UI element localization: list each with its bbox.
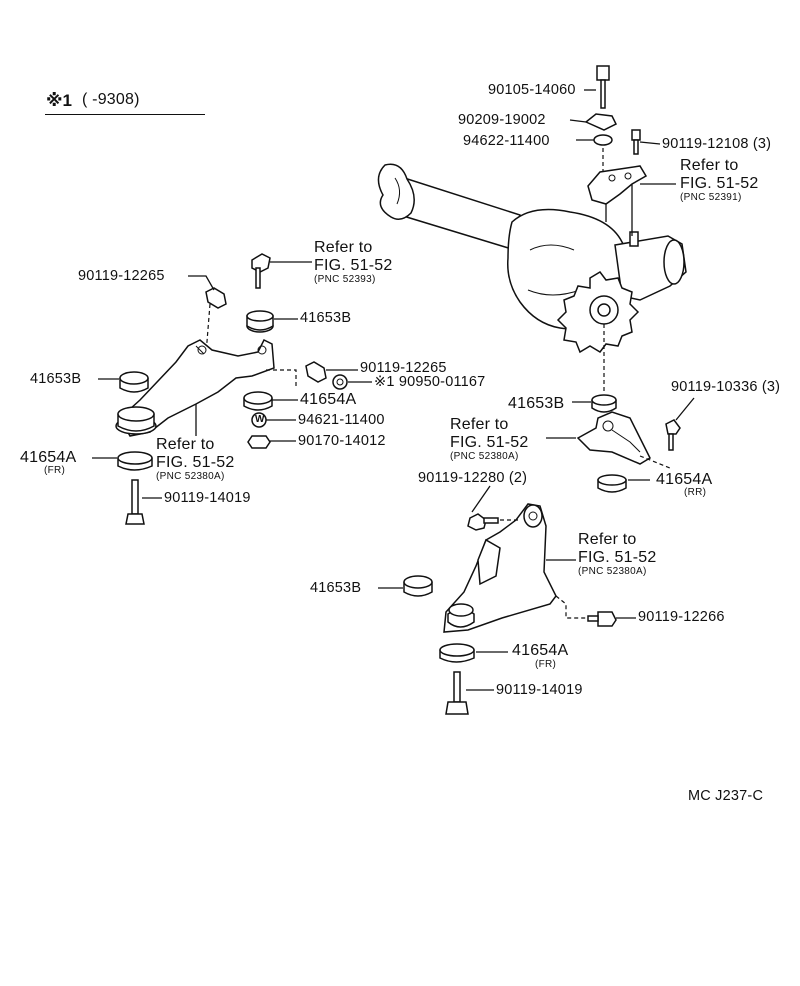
- bolt-right: [587, 611, 636, 627]
- refer-diff-line2: FIG. 51-52: [680, 175, 759, 192]
- refer-front-lower-line2: FIG. 51-52: [156, 454, 235, 471]
- rear-lower-bracket: [443, 485, 594, 633]
- label-fr-note-2: (FR): [535, 659, 557, 670]
- label-bolt-front-lower: 90119-14019: [164, 490, 251, 506]
- label-cushion-rr-upper: 41653B: [508, 395, 565, 412]
- label-cushion-right-left: 41653B: [310, 580, 362, 596]
- washer-w-glyph: W: [255, 414, 265, 425]
- nut-front: [247, 435, 296, 449]
- label-cushion-front-upper: 41653B: [300, 310, 352, 326]
- label-bolt-right-lower: 90119-14019: [496, 682, 583, 698]
- label-bolt-rr-2: 90119-12280 (2): [418, 470, 528, 486]
- cushion-fr: [92, 451, 153, 471]
- front-crossmember-bracket: [115, 338, 297, 437]
- header-range: ( -9308): [82, 91, 140, 108]
- footer-code: MC J237-C: [688, 788, 764, 804]
- refer-diff-line3: (PNC 52391): [680, 192, 742, 203]
- label-cushion-rr: 41654A: [656, 471, 713, 488]
- label-cushion-fr: 41654A: [20, 449, 77, 466]
- label-cushion-front-a: 41654A: [300, 391, 357, 408]
- rear-upper-bracket: [587, 165, 648, 236]
- label-rr-note: (RR): [684, 487, 707, 498]
- bolt-front-mid: [305, 361, 372, 390]
- refer-diff-line1: Refer to: [680, 157, 739, 174]
- label-washer-top: 90209-19002: [458, 112, 546, 128]
- cushion-right-left: [378, 575, 433, 597]
- refer-front-line3: (PNC 52393): [314, 274, 376, 285]
- bolt-front-lower: [125, 479, 162, 525]
- cushion-front-a: [243, 391, 298, 411]
- refer-front-line1: Refer to: [314, 239, 373, 256]
- label-marked-part: ※1 90950-01167: [374, 374, 486, 390]
- refer-front-lower-line3: (PNC 52380A): [156, 471, 225, 482]
- label-washer-w: 94621-11400: [298, 412, 385, 428]
- label-cushion-right-fr: 41654A: [512, 642, 569, 659]
- bolt-front-upper: [188, 275, 227, 355]
- label-bolt-right: 90119-12266: [638, 609, 725, 625]
- label-nut: 90170-14012: [298, 433, 386, 449]
- label-bolt-front-upper: 90119-12265: [78, 268, 165, 284]
- rear-mount: [546, 394, 695, 493]
- label-fr-note: (FR): [44, 465, 66, 476]
- label-bolt-front-mid: 90119-12265: [360, 360, 447, 376]
- cushion-front-upper: [246, 310, 298, 333]
- cushion-front-left: [98, 371, 149, 393]
- label-cushion-top: 94622-11400: [463, 133, 550, 149]
- label-bolt-top-right: 90119-12108 (3): [662, 136, 772, 152]
- refer-rr-line3: (PNC 52380A): [450, 451, 519, 462]
- refer-right-line2: FIG. 51-52: [578, 549, 657, 566]
- header-underline: [45, 114, 205, 115]
- label-bolt-rr: 90119-10336 (3): [671, 379, 781, 395]
- front-bracket-upper: [251, 253, 312, 289]
- header-mark: ※1: [46, 91, 72, 110]
- leader-lines: [569, 89, 676, 185]
- refer-right-line1: Refer to: [578, 531, 637, 548]
- refer-right-line3: (PNC 52380A): [578, 566, 647, 577]
- refer-front-line2: FIG. 51-52: [314, 257, 393, 274]
- refer-front-lower-line1: Refer to: [156, 436, 215, 453]
- label-bolt-top: 90105-14060: [488, 82, 576, 98]
- bolt-right-lower: [445, 671, 494, 715]
- top-fasteners: [584, 65, 641, 172]
- washer-w: [251, 412, 296, 428]
- cushion-right-fr: [439, 643, 508, 663]
- refer-rr-line1: Refer to: [450, 416, 509, 433]
- refer-rr-line2: FIG. 51-52: [450, 434, 529, 451]
- differential-housing: [377, 163, 687, 354]
- label-cushion-front-left: 41653B: [30, 371, 82, 387]
